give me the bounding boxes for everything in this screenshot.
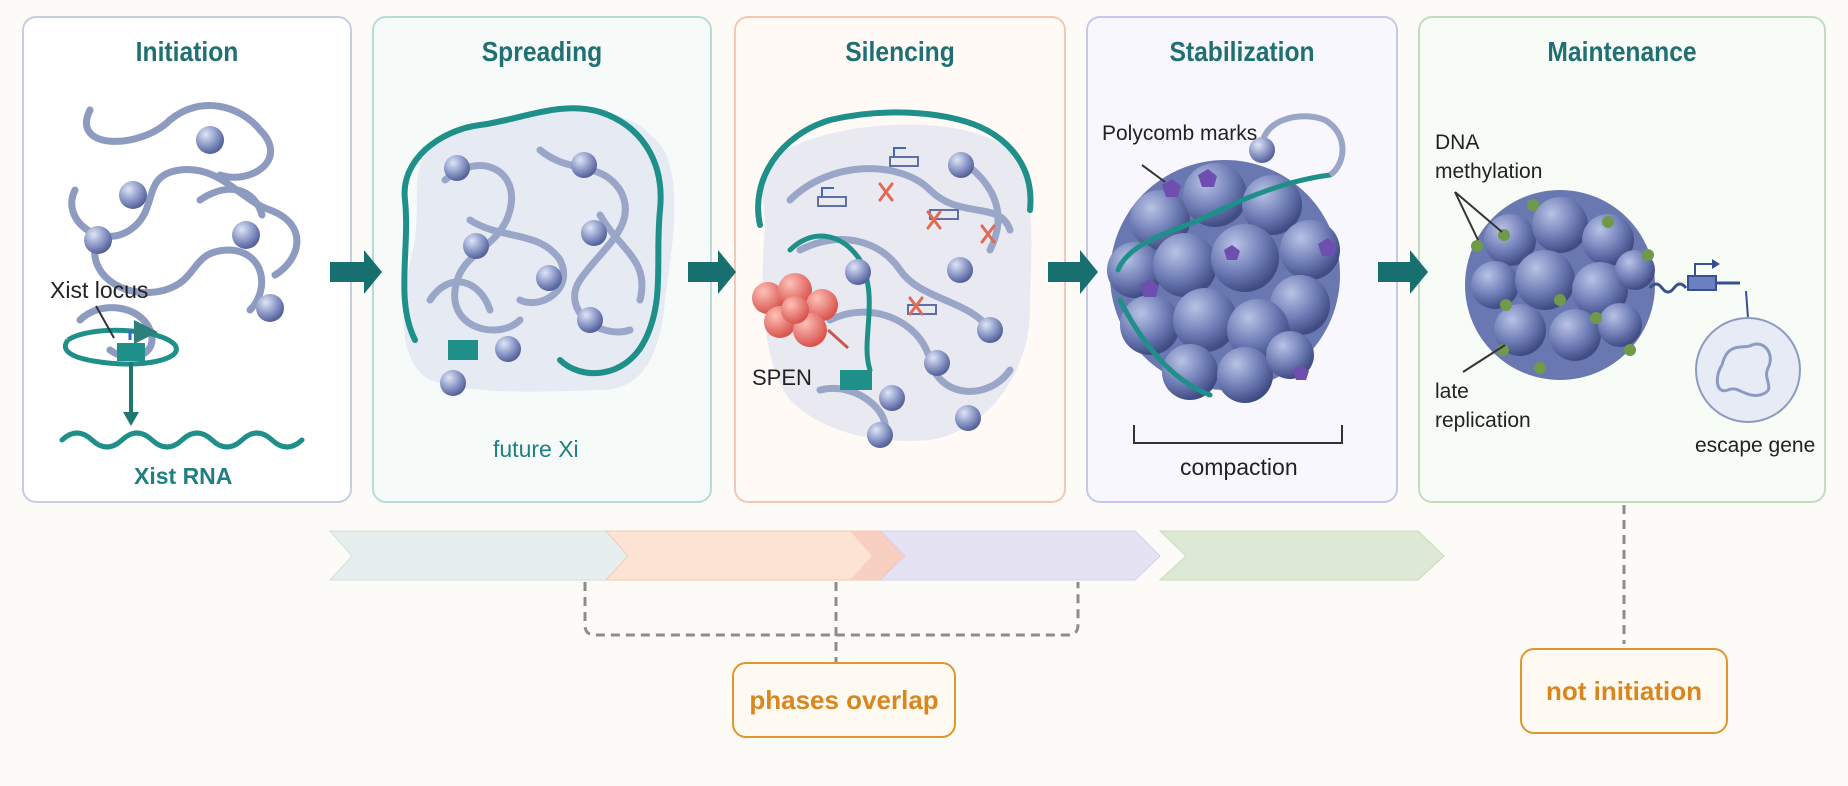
overlap-connectors [583,505,1626,662]
panel-title-stabilization: Stabilization [1169,36,1315,67]
panel-initiation: Initiation [22,16,352,503]
polycomb-pointer [1141,164,1166,183]
spreading-nucleosomes [440,152,607,396]
compaction-bracket [1133,425,1343,444]
panel-title-initiation: Initiation [135,36,239,67]
not-initiation-note: not initiation [1520,648,1728,734]
stabilization-xist-coat [1115,172,1333,398]
future-xi-label: future Xi [493,436,579,462]
spreading-xist-locus-icon [448,340,478,360]
silencing-nucleosomes [845,152,1003,448]
spen-icon [752,273,850,350]
phase-timeline [328,530,1445,581]
methylation-pointers [1454,191,1506,373]
stabilization-loop [1259,113,1346,178]
xist-locus-label: Xist locus [50,277,149,303]
silencing-territory [761,124,1032,441]
methylation-marks [1471,199,1654,374]
panel-title-maintenance: Maintenance [1547,36,1697,67]
phase-chevron-stabilization [878,530,1161,581]
polycomb-marks-label: Polycomb marks [1102,122,1258,145]
panel-title-silencing: Silencing [845,36,955,67]
phase-chevron-maintenance [1158,530,1445,581]
xist-rna-wave [59,430,305,450]
spen-label: SPEN [752,365,812,390]
escape-gene-label: escape gene [1695,434,1816,457]
late-replication-label-line2: replication [1435,409,1531,432]
spreading-xist-coat [401,105,664,376]
late-replication-label-line1: late [1435,380,1469,403]
dna-methylation-label-line1: DNA [1435,131,1480,154]
phases-overlap-note: phases overlap [732,662,956,738]
silencing-xist-coat [755,109,1034,228]
xist-rna-label: Xist RNA [134,463,233,489]
transition-arrows [330,250,1428,294]
xist-locus-icon [62,305,179,426]
dna-methylation-label-line2: methylation [1435,160,1543,183]
panel-title-spreading: Spreading [481,36,603,67]
silencing-xist-locus-icon [840,370,872,390]
silenced-gene-icons [817,147,996,316]
compaction-label: compaction [1180,454,1298,480]
polycomb-marks [1140,169,1337,380]
stabilization-loose-nucleosome [1249,137,1275,163]
stabilization-compact-chromatin [1107,160,1340,403]
initiation-nucleosomes [84,126,284,322]
escape-gene-icon [1648,259,1801,423]
phase-chevron-initiation [328,530,633,581]
